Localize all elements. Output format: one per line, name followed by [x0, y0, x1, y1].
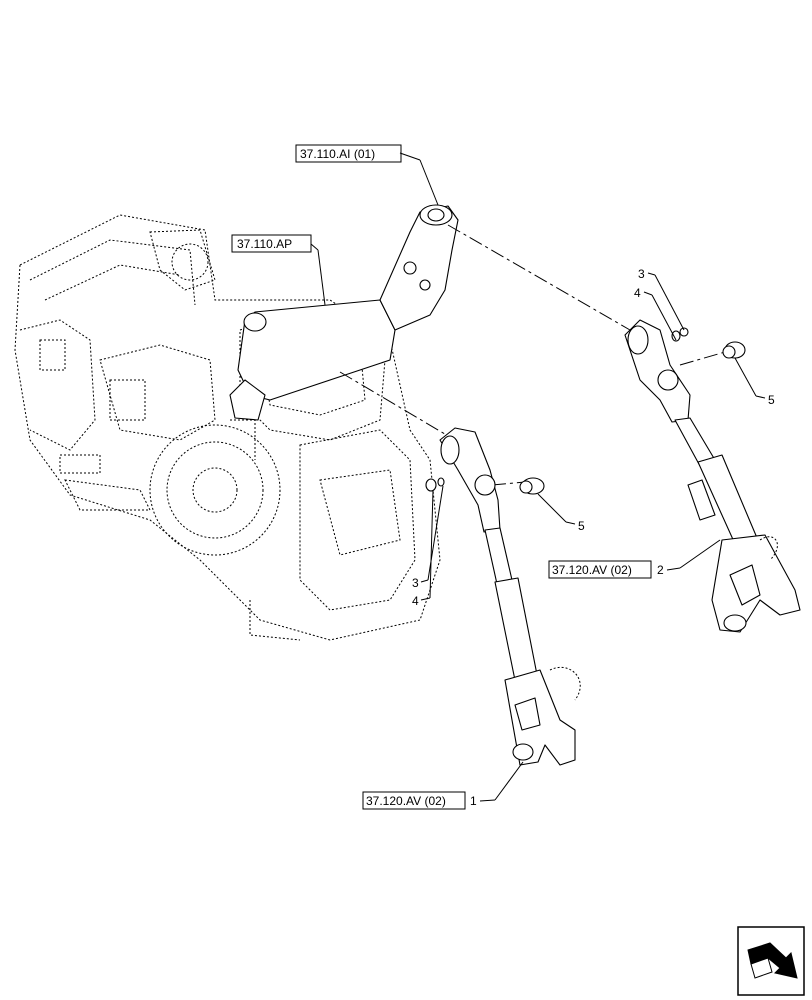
callout-4-right: 4 [634, 286, 641, 300]
callouts-right: 3 4 5 [634, 267, 775, 407]
callout-3-left: 3 [412, 576, 419, 590]
ref-housing-text: 37.110.AP [237, 237, 292, 251]
transmission-housing-ghost [14, 214, 441, 641]
ref-link-right-text: 37.120.AV (02) [552, 563, 632, 577]
pin-left-item5 [519, 477, 545, 495]
lower-link-right [624, 319, 801, 633]
washer-left-item3-4 [425, 477, 445, 492]
washer-right-item4 [671, 327, 689, 342]
center-line-lower [339, 371, 456, 441]
ref-link-right[interactable]: 37.120.AV (02) 2 [548, 539, 721, 579]
ref-lift-arm[interactable]: 37.110.AI (01) [295, 144, 439, 206]
lower-link-left [439, 427, 581, 766]
callouts-left: 5 3 4 [412, 485, 585, 608]
callout-5-left: 5 [578, 519, 585, 533]
callout-2: 2 [657, 563, 664, 577]
ref-link-left[interactable]: 37.120.AV (02) 1 [362, 761, 524, 810]
callout-5-right: 5 [768, 393, 775, 407]
next-page-arrow-icon[interactable] [737, 926, 805, 996]
center-line-pin-right [679, 351, 726, 366]
ref-lift-arm-text: 37.110.AI (01) [300, 147, 375, 161]
ref-housing[interactable]: 37.110.AP [231, 234, 326, 306]
center-line-pin-left [491, 481, 526, 486]
callout-3-right: 3 [638, 267, 645, 281]
ref-link-left-text: 37.120.AV (02) [366, 794, 446, 808]
callout-1: 1 [470, 794, 477, 808]
pin-right-item5 [722, 341, 746, 359]
callout-4-left: 4 [412, 594, 419, 608]
center-line-upper [447, 224, 631, 331]
